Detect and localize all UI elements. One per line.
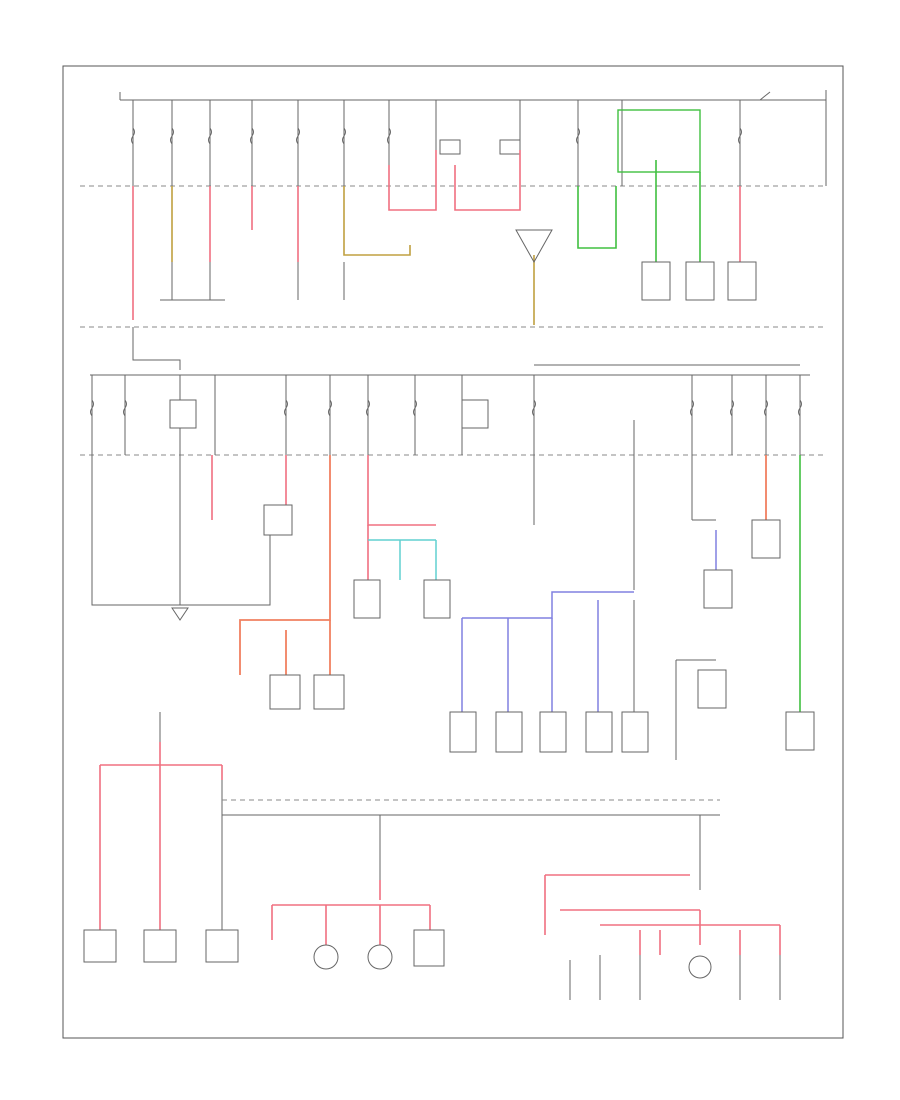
- bottom-wires: [99, 712, 781, 955]
- middle-components: [171, 504, 815, 753]
- middle-wires: [91, 455, 801, 760]
- top-components: [160, 229, 757, 301]
- power-distribution-center: [80, 90, 827, 187]
- junction-block: [80, 327, 826, 456]
- bottom-components: [83, 929, 781, 1000]
- top-wires: [132, 150, 741, 325]
- diagram-frame: [62, 65, 844, 1039]
